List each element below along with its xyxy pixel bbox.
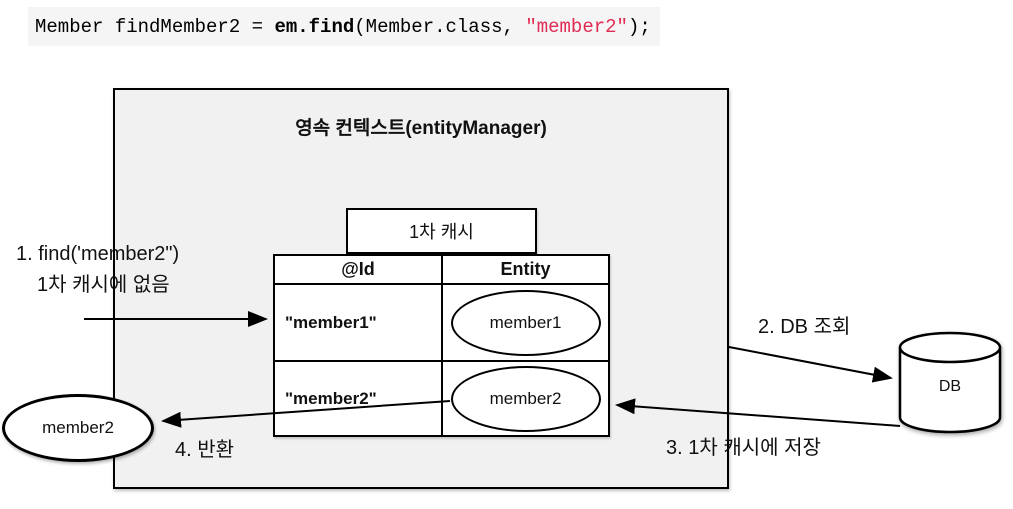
entity-ellipse-member1: member1 [450, 289, 601, 356]
code-args: (Member.class, [354, 15, 526, 38]
entity-label-member2: member2 [489, 388, 562, 408]
arrow-step2-db-lookup [728, 346, 893, 383]
first-level-cache-label: 1차 캐시 [346, 208, 537, 254]
step2-label: 2. DB 조회 [758, 316, 851, 338]
table-row1-entity-cell: member1 [441, 283, 608, 360]
table-row2-id: "member2" [275, 360, 441, 435]
code-end: ); [627, 15, 651, 38]
code-snippet: Member findMember2 = em.find(Member.clas… [28, 7, 660, 46]
code-method-emfind: em.find [274, 15, 355, 38]
table-header-entity: Entity [441, 256, 608, 283]
code-string-member2: "member2" [525, 15, 628, 38]
step4-label: 4. 반환 [175, 439, 235, 461]
step3-label: 3. 1차 캐시에 저장 [666, 437, 821, 459]
code-text: Member findMember2 = [35, 15, 275, 38]
first-level-cache-label-text: 1차 캐시 [409, 222, 474, 242]
step1-label-line2: 1차 캐시에 없음 [37, 274, 170, 296]
table-header-id: @Id [341, 259, 375, 279]
db-label: DB [938, 378, 962, 395]
table-row1-id: "member1" [275, 283, 441, 360]
entity-ellipse-member2: member2 [450, 365, 601, 432]
step1-label-line1: 1. find('member2") [16, 243, 180, 265]
returned-entity-label: member2 [42, 418, 114, 437]
returned-entity-ellipse: member2 [2, 394, 154, 462]
table-row2-entity-cell: member2 [441, 360, 608, 435]
entity-label-member1: member1 [489, 312, 562, 332]
cache-table: @Id Entity "member1" member1 "member2" m… [273, 254, 610, 437]
persistence-context-title: 영속 컨텍스트(entityManager) [295, 118, 547, 139]
